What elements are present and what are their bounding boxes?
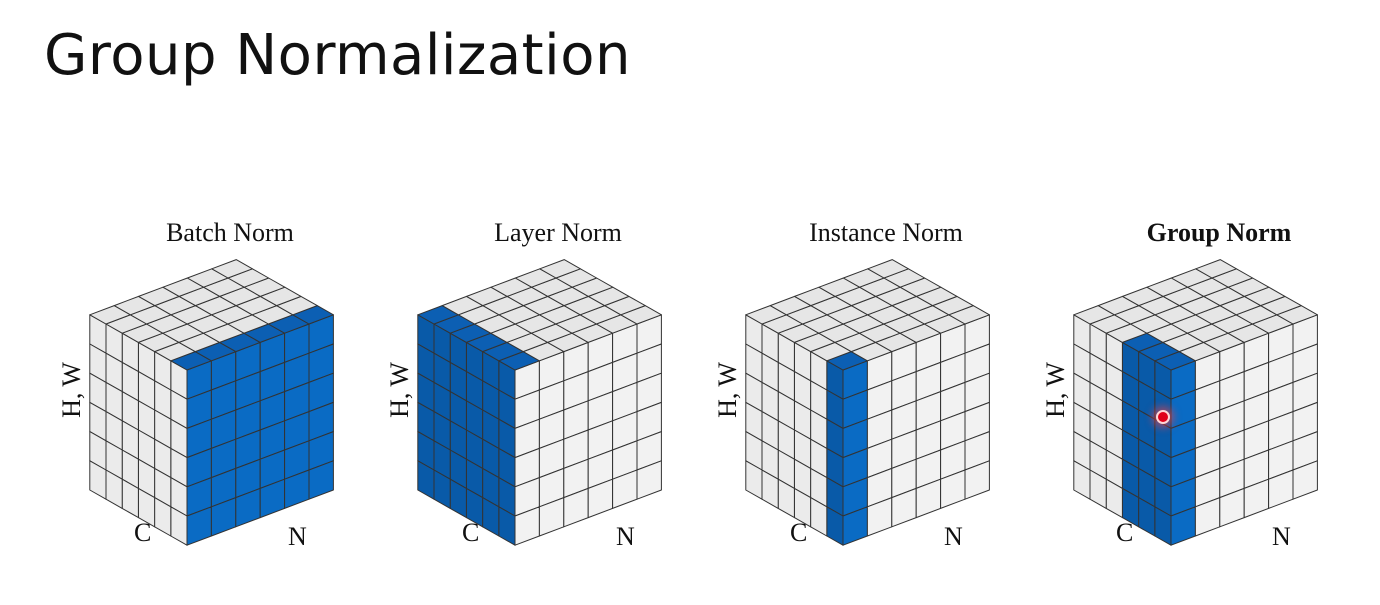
cube-front-cell <box>308 460 334 500</box>
layer-norm-diagram: Layer Norm H, W C N <box>385 210 708 580</box>
instance-norm-cube <box>745 259 990 546</box>
cube-front-cell <box>964 460 990 500</box>
axis-label-c: C <box>462 518 480 547</box>
axis-label-c: C <box>134 518 152 547</box>
batch-norm-diagram: Batch Norm H, W C N <box>57 210 380 580</box>
cube-front-cell <box>1292 460 1318 500</box>
axis-label-c: C <box>1116 518 1134 547</box>
cube-top-cell <box>1195 259 1237 279</box>
slide-title: Group Normalization <box>44 23 631 88</box>
cube-left-cell <box>417 460 435 500</box>
axis-label-n: N <box>616 522 635 551</box>
axis-label-hw: H, W <box>1041 362 1070 418</box>
cube-front-cell <box>636 460 662 500</box>
diagram-label: Batch Norm <box>166 218 294 247</box>
group-norm-diagram: Group Norm H, W C N <box>1041 210 1364 580</box>
axis-label-hw: H, W <box>385 362 414 418</box>
axis-label-hw: H, W <box>713 362 742 418</box>
instance-norm-diagram: Instance Norm H, W C N <box>713 210 1036 580</box>
axis-label-c: C <box>790 518 808 547</box>
mouse-cursor-indicator <box>1156 410 1170 424</box>
cube-top-cell <box>867 259 909 279</box>
axis-label-n: N <box>944 522 963 551</box>
axis-label-n: N <box>1272 522 1291 551</box>
diagram-label: Instance Norm <box>809 218 963 247</box>
cube-left-cell <box>89 460 107 500</box>
cube-top-cell <box>211 259 253 279</box>
diagram-label: Group Norm <box>1146 218 1292 247</box>
batch-norm-cube <box>89 259 334 546</box>
cube-left-cell <box>1073 460 1091 500</box>
cube-left-cell <box>745 460 763 500</box>
diagram-label: Layer Norm <box>494 218 622 247</box>
layer-norm-cube <box>417 259 662 546</box>
axis-label-hw: H, W <box>57 362 86 418</box>
cube-top-cell <box>539 259 581 279</box>
group-norm-cube <box>1073 259 1318 546</box>
axis-label-n: N <box>288 522 307 551</box>
